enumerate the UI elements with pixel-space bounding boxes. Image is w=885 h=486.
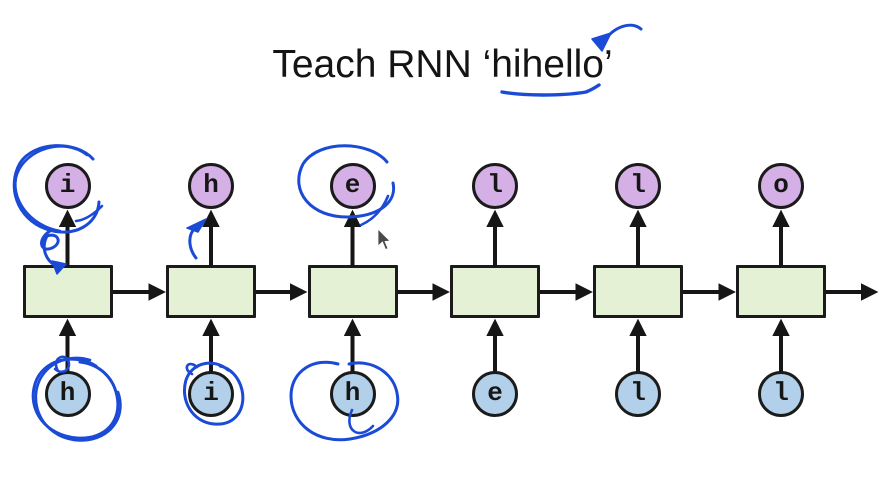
- pen-recurrent-arrowhead-t1: [51, 260, 67, 275]
- pen-circle-hook-t2: [185, 362, 199, 376]
- pen-scribble-top-loop-t1: [53, 355, 71, 374]
- pen-arrow-sketch-t2: [188, 226, 198, 260]
- input-node-t2: i: [188, 371, 234, 417]
- rnn-cell-t4: [450, 265, 540, 318]
- output-label-t2: h: [203, 170, 219, 200]
- output-label-t5: l: [630, 170, 646, 200]
- pen-circle-inner-loop-t3: [348, 408, 375, 435]
- input-node-t4: e: [472, 371, 518, 417]
- output-node-t6: o: [758, 163, 804, 209]
- pen-arrow-pointing-to-hihello: [602, 23, 643, 44]
- rnn-cell-t3: [307, 265, 398, 318]
- pen-circle-around-output-i-t1: [12, 144, 101, 234]
- slide-title: Teach RNN ‘hihello’: [272, 43, 613, 86]
- pen-arrowhead-t2: [186, 218, 207, 233]
- output-node-t4: l: [472, 163, 518, 209]
- output-node-t2: h: [188, 163, 234, 209]
- output-label-t1: i: [59, 170, 76, 200]
- pen-circle-around-output-e-t3: [297, 144, 396, 219]
- output-node-t3: e: [329, 163, 376, 209]
- rnn-cell-t1: [22, 265, 113, 318]
- input-node-t1: h: [44, 371, 91, 417]
- pen-scribble-around-input-h-t1: [31, 357, 120, 440]
- pen-circle-around-input-h-t3: [289, 360, 400, 442]
- pen-circle-around-output-i-t1-second-pass: [14, 145, 89, 233]
- input-label-t6: l: [773, 378, 789, 408]
- pen-circle-tail-t3: [359, 194, 390, 227]
- input-label-t4: e: [487, 378, 503, 408]
- mouse-cursor: [377, 228, 391, 251]
- output-label-t3: e: [344, 170, 361, 200]
- rnn-cell-t2: [166, 265, 256, 318]
- pen-recurrent-arrow-sketch-t1: [40, 229, 60, 268]
- output-node-t1: i: [44, 163, 91, 209]
- input-label-t1: h: [59, 378, 76, 408]
- input-node-t6: l: [758, 371, 804, 417]
- output-label-t4: l: [487, 170, 503, 200]
- input-label-t2: i: [203, 378, 219, 408]
- pen-scribble-around-input-h-t1-second-pass: [34, 356, 122, 442]
- output-label-t6: o: [773, 170, 789, 200]
- input-label-t5: l: [630, 378, 646, 408]
- input-node-t3: h: [329, 371, 376, 417]
- pen-circle-around-input-i-t2: [183, 361, 245, 426]
- input-label-t3: h: [344, 378, 361, 408]
- input-node-t5: l: [615, 371, 661, 417]
- rnn-cell-t6: [736, 265, 826, 318]
- pen-circle-tail-t1: [74, 204, 104, 223]
- rnn-cell-t5: [593, 265, 683, 318]
- output-node-t5: l: [615, 163, 661, 209]
